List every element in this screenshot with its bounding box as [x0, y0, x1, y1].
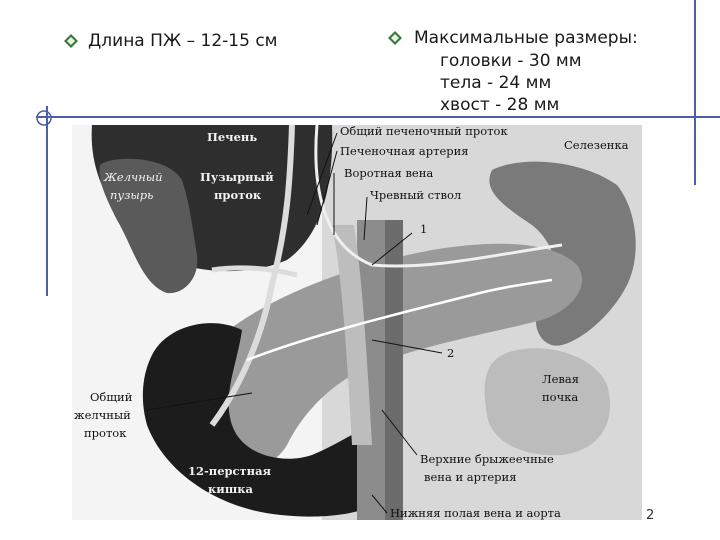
- label-common-bile-duct-line1: Общий: [90, 390, 133, 404]
- label-gallbladder-line2: пузырь: [110, 188, 153, 202]
- top-frame-line: [36, 116, 720, 118]
- label-ivc-aorta: Нижняя полая вена и аорта: [390, 506, 561, 520]
- label-liver: Печень: [207, 130, 257, 144]
- right-frame-line: [694, 0, 696, 185]
- label-left-kidney-line2: почка: [542, 390, 578, 404]
- label-hepatic-artery: Печеночная артерия: [340, 144, 469, 158]
- label-mesenteric-line2: вена и артерия: [424, 470, 516, 484]
- label-number-2: 2: [447, 346, 454, 360]
- label-duodenum-line2: кишка: [208, 482, 253, 496]
- body-dimension: тела - 24 мм: [440, 73, 552, 93]
- bullet-diamond-icon: [64, 34, 78, 48]
- duodenum-shape: [142, 323, 397, 517]
- label-duodenum-line1: 12-перстная: [188, 464, 272, 478]
- spleen-shape: [489, 161, 636, 346]
- corner-ornament-icon: [36, 110, 52, 126]
- max-dimensions-heading: Максимальные размеры:: [414, 28, 638, 48]
- head-dimension: головки - 30 мм: [440, 51, 582, 71]
- label-spleen: Селезенка: [564, 138, 629, 152]
- label-left-kidney-line1: Левая: [542, 372, 579, 386]
- label-gallbladder-line1: Желчный: [103, 170, 163, 184]
- left-kidney-shape: [484, 348, 610, 456]
- pancreas-length-heading: Длина ПЖ – 12-15 см: [88, 31, 278, 51]
- bullet-diamond-icon: [388, 31, 402, 45]
- left-frame-line: [46, 106, 48, 296]
- pancreas-anatomy-figure: Печень Желчный пузырь Пузырный проток Об…: [72, 125, 642, 520]
- label-celiac-trunk: Чревный ствол: [370, 188, 461, 202]
- label-portal-vein: Воротная вена: [344, 166, 433, 180]
- label-common-bile-duct-line3: проток: [84, 426, 127, 440]
- label-cystic-duct-line2: проток: [214, 188, 262, 202]
- page-number: 2: [646, 508, 655, 523]
- gallbladder-shape: [99, 158, 198, 294]
- label-number-1: 1: [420, 222, 427, 236]
- label-cystic-duct-line1: Пузырный: [200, 170, 274, 184]
- label-common-bile-duct-line2: желчный: [74, 408, 131, 422]
- label-mesenteric-line1: Верхние брыжеечные: [420, 452, 554, 466]
- label-common-hepatic-duct: Общий печеночный проток: [340, 125, 508, 138]
- tail-dimension: хвост - 28 мм: [440, 95, 560, 115]
